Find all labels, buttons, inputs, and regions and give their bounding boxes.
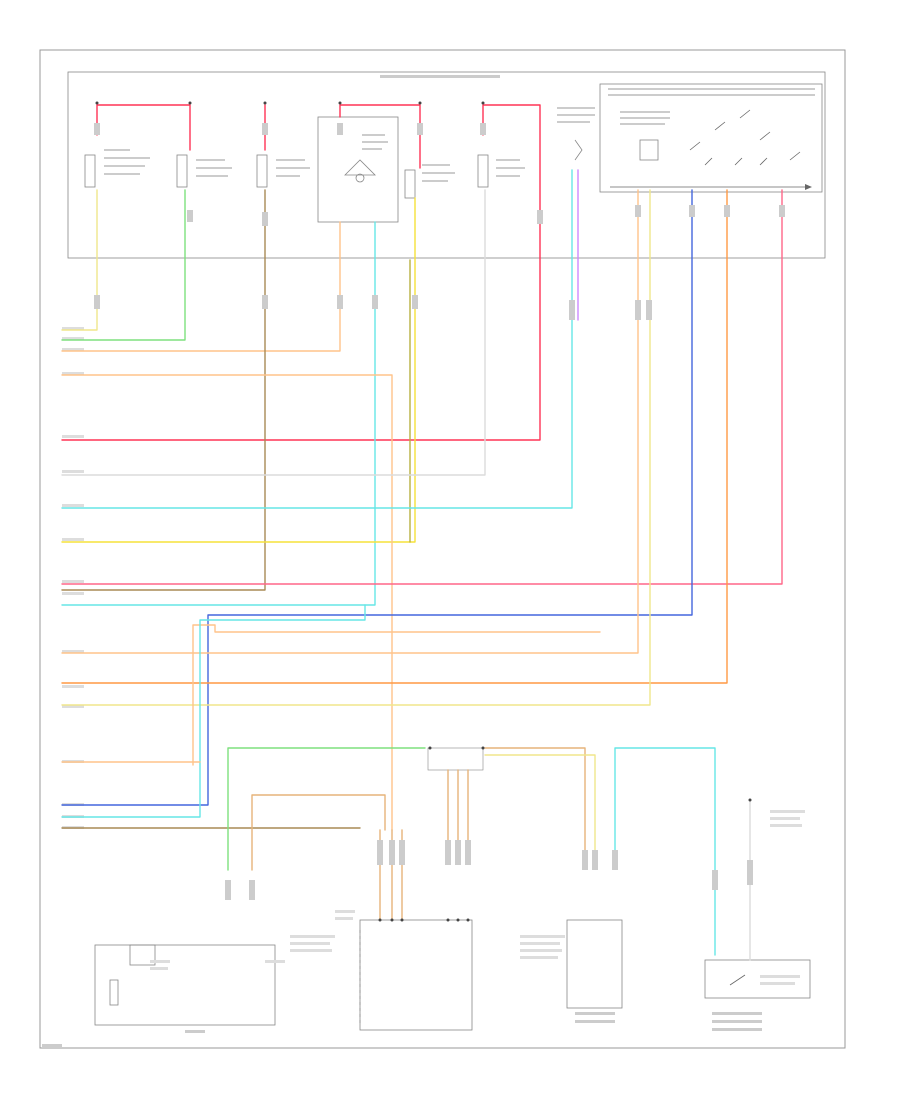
fluid-pressure-switch-box (599, 83, 823, 193)
wires (61, 104, 783, 961)
wire-light-blue-tcc (61, 221, 376, 606)
pcm-box (359, 919, 473, 1031)
wire-pink-ps (61, 189, 783, 585)
wire-tan-pc (61, 221, 341, 352)
page-footer-code (42, 1044, 62, 1047)
wire-light-blue-tft (61, 169, 573, 509)
wire-light-blue-trs (614, 747, 716, 956)
input-speed-sensor (404, 164, 455, 199)
shift-solenoid-1 (84, 149, 150, 188)
wire-white-grey (61, 189, 486, 476)
output-speed-sensor (477, 154, 525, 188)
wire-red-top-1 (96, 104, 191, 151)
wire-light-yellow-ss1 (61, 189, 98, 331)
pressure-switch-contacts (610, 109, 812, 190)
wire-brown-pc (61, 189, 266, 591)
transmission-range-switch-box (704, 959, 811, 1031)
automatic-transmission-title (380, 75, 500, 78)
wire-light-orange-ps (61, 189, 639, 654)
data-link-connector-box (427, 747, 484, 771)
automatic-transmission-box (67, 71, 826, 259)
ecm-box (94, 944, 276, 1033)
wire-light-green-ss2 (61, 189, 186, 341)
illegible-labels (150, 810, 805, 985)
body-control-module-box (566, 919, 623, 1023)
transmission-fluid-temp-sensor (557, 107, 595, 161)
wire-light-blue-bottom (61, 604, 366, 818)
wire-tan-ecm (251, 794, 386, 871)
wire-light-green-ecm (227, 747, 426, 871)
wire-blue-ps (61, 189, 693, 806)
wire-tan-loop (192, 624, 601, 766)
wire-yellow-iss (61, 197, 416, 543)
pressure-control-solenoid (256, 154, 310, 188)
wire-red-top-3 (339, 104, 421, 169)
wire-tan-dlc-1 (484, 747, 586, 861)
wire-tan-dlc-2 (484, 754, 596, 861)
connector-marks (94, 123, 785, 900)
wire-orange-ps (61, 189, 728, 684)
diagram-frame (39, 49, 846, 1049)
tcc-solenoid (317, 116, 399, 223)
shift-solenoid-2 (176, 154, 232, 188)
wire-light-yellow-ps (61, 189, 651, 706)
wire-red-top-4 (61, 104, 541, 441)
left-wire-labels (62, 327, 84, 829)
pin-dots (95, 101, 752, 922)
wire-orange-375 (61, 374, 393, 831)
